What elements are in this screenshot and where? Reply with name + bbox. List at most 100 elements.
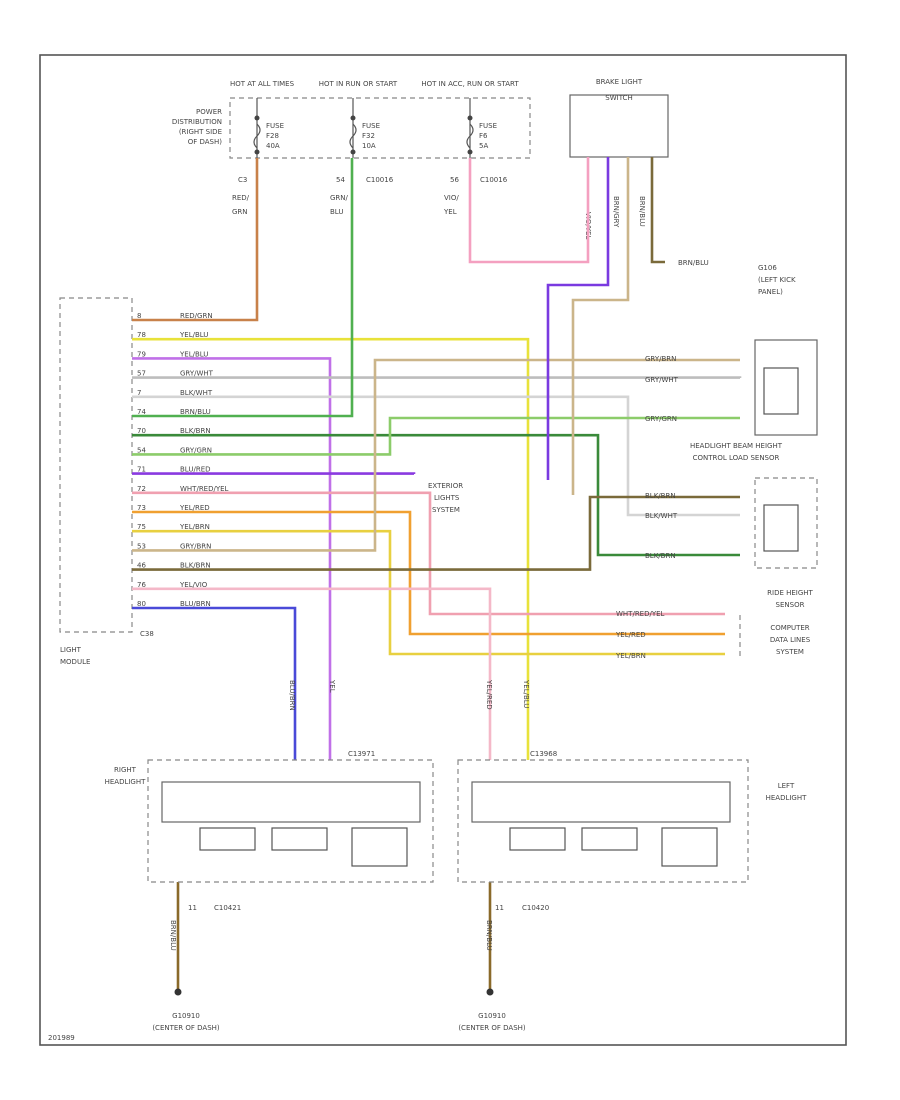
headlight-sensor-label-1: HEADLIGHT BEAM HEIGHT [690,442,783,450]
pin-wire-label: RED/GRN [180,312,213,320]
brake-switch-label-2: SWITCH [605,94,632,102]
ride-1-label: WHT/RED/YEL [616,610,665,618]
hot-lock-label: HOT AT ALL TIMES [230,80,295,88]
ground-point-1 [174,988,182,996]
wire-46 [132,495,740,571]
right-gnd-conn-pin: 11 [188,904,197,912]
ride-height-label-1: RIDE HEIGHT [767,589,813,597]
pin-wire-label: GRY/BRN [180,542,211,550]
right-headlight-conn: C13971 [348,750,375,758]
load-sensor-box [754,477,818,569]
power-distribution: HOT AT ALL TIMES HOT IN RUN OR START HOT… [172,80,531,159]
pin-number: 76 [137,581,146,589]
ground-left-label-2: (CENTER OF DASH) [458,1024,526,1032]
brake-wire-3-label: BRN/BLU [638,196,646,227]
headlight-sensor-label-2: CONTROL LOAD SENSOR [693,454,780,462]
brake-wire-1 [468,157,590,264]
g106-label-3: PANEL) [758,288,783,296]
hot-acc-label: HOT IN ACC, RUN OR START [421,80,519,88]
pin-wire-label: BLK/WHT [180,389,213,397]
s6-wire-1: VIO/ [444,194,459,202]
hot-run-label: HOT IN RUN OR START [319,80,398,88]
s4-pin: 54 [336,176,345,184]
s6-conn: C10016 [480,176,508,184]
brake-wire-2-label: BRN/GRY [612,196,620,228]
c3-wire-1: RED/ [232,194,250,202]
pin-number: 73 [137,504,146,512]
left-gnd-conn: C10420 [522,904,549,912]
pin-wire-label: BRN/BLU [180,408,211,416]
ground-left-label-1: G10910 [478,1012,506,1020]
light-module-box [59,297,133,633]
brake-wire-4 [650,157,665,264]
fuse-f6-rating: 5A [479,142,488,150]
pin-number: 78 [137,331,146,339]
data-lines-label-2: DATA LINES [770,636,811,644]
fuse-f32-label: FUSE [362,122,380,130]
wire-80 [132,606,297,760]
left-headlight-label-1: LEFT [778,782,795,790]
pin-wire-label: GRY/GRN [180,446,212,454]
c3-conn: C3 [238,176,247,184]
left-headlight: LEFT HEADLIGHT C13968 [457,750,808,883]
pin-number: 71 [137,466,146,474]
pin-wire-label: GRY/WHT [180,370,214,378]
fuse-f28-number: F28 [266,132,279,140]
pin-number: 80 [137,600,146,608]
s4-wire-1: GRN/ [330,194,349,202]
ground-right-label-1: G10910 [172,1012,200,1020]
gnd-left-wire-label: BRN/BLU [485,920,493,951]
exterior-label-3: SYSTEM [432,506,460,514]
hl-right-2-label: YEL [328,679,336,693]
gnd-right-wire-label: BRN/BLU [169,920,177,951]
right-gnd-conn: C10421 [214,904,241,912]
s6-wire-2: YEL [443,208,457,216]
pin-number: 57 [137,370,146,378]
fuse-f6-label: FUSE [479,122,497,130]
pin-wire-label: YEL/BLU [179,331,208,339]
fuse-f32-number: F32 [362,132,375,140]
c3-wire-2: GRN [232,208,248,216]
pin-wire-label: BLK/BRN [180,562,211,570]
hl-left-1-label: YEL/RED [485,679,493,710]
pin-number: 75 [137,523,146,531]
module-wires [132,157,742,996]
fuse-f28-label: FUSE [266,122,284,130]
pin-number: 53 [137,542,146,550]
left-headlight-conn: C13968 [530,750,557,758]
pin-number: 79 [137,350,146,358]
power-dist-label-4: OF DASH) [188,138,223,146]
ground-right-label-2: (CENTER OF DASH) [152,1024,220,1032]
pin-wire-label: BLK/BRN [180,427,211,435]
brake-light-switch: BRAKE LIGHT SWITCH [569,78,669,158]
pin-number: 74 [137,408,146,416]
wire-78 [132,337,530,760]
wire-53 [132,358,740,552]
sensor-3-label: GRY/GRN [645,415,677,423]
right-headlight-label-2: HEADLIGHT [105,778,147,786]
wire-75 [132,529,725,656]
exterior-lights-system: EXTERIOR LIGHTS SYSTEM [428,482,463,514]
wire-74 [132,158,354,418]
pin-number: 72 [137,485,146,493]
right-headlight: RIGHT HEADLIGHT C13971 [105,750,434,883]
pin-wire-label: YEL/VIO [179,581,208,589]
wire-7 [132,395,740,517]
ride-2-label: YEL/RED [615,631,646,639]
light-module-label-2: MODULE [60,658,90,666]
load-1-label: BLK/BRN [645,492,676,500]
wire-76 [132,587,492,760]
s6-pin: 56 [450,176,459,184]
exterior-label-1: EXTERIOR [428,482,463,490]
ground-wire-label: BRN/BLU [678,259,709,267]
left-headlight-label-2: HEADLIGHT [766,794,808,802]
brake-wire-3 [571,157,630,495]
brake-wire-2 [546,157,610,480]
s4-wire-2: BLU [330,208,343,216]
hl-left-2-label: YEL/BLU [522,679,530,708]
brake-switch-label-1: BRAKE LIGHT [596,78,643,86]
power-dist-label-1: POWER [196,108,222,116]
ride-height-label-2: SENSOR [776,601,805,609]
left-gnd-conn-pin: 11 [495,904,504,912]
pin-wire-label: BLU/RED [180,466,211,474]
